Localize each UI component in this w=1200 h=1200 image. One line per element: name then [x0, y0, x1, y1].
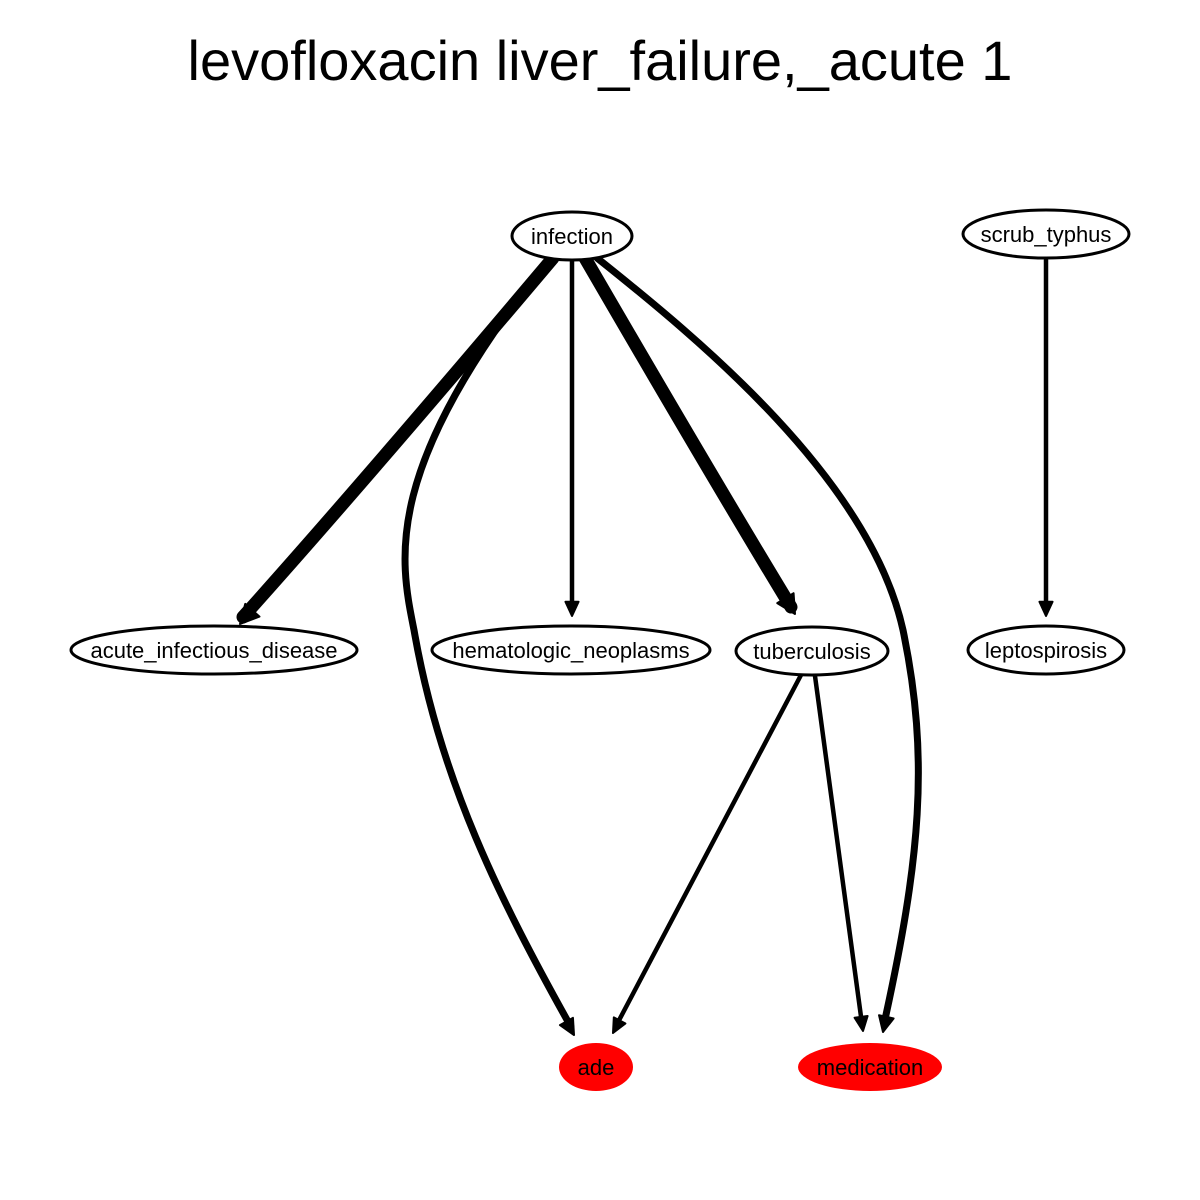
node-shape	[798, 1043, 942, 1091]
edge-infection-to-tuberculosis	[578, 251, 798, 614]
nodes-layer: infection scrub_typhus acute_infectious_di…	[69, 208, 1131, 1091]
node-leptospirosis[interactable]: leptospirosis	[966, 624, 1126, 676]
node-label: ade	[578, 1055, 615, 1080]
page-title: levofloxacin liver_failure,_acute 1	[187, 29, 1013, 92]
arrowhead-infection-to-hematologic_neoplasms	[564, 600, 580, 617]
node-shape	[734, 625, 890, 677]
edge-infection-to-medication	[593, 254, 922, 1028]
node-label: hematologic_neoplasms	[452, 638, 689, 663]
edges-layer	[236, 251, 1054, 1036]
edge-tuberculosis-to-ade	[613, 672, 804, 1029]
arrowhead-tuberculosis-to-medication	[853, 1014, 869, 1032]
node-shape	[69, 624, 359, 676]
node-scrub-typhus[interactable]: scrub_typhus	[961, 208, 1131, 260]
arrowhead-infection-to-medication	[878, 1014, 895, 1033]
node-ade[interactable]: ade	[559, 1043, 633, 1091]
node-shape	[961, 208, 1131, 260]
node-label: medication	[817, 1055, 923, 1080]
node-label: infection	[531, 224, 613, 249]
node-hematologic-neoplasms[interactable]: hematologic_neoplasms	[430, 624, 712, 676]
node-label: acute_infectious_disease	[90, 638, 337, 663]
node-acute-infectious-disease[interactable]: acute_infectious_disease	[69, 624, 359, 676]
node-label: scrub_typhus	[981, 222, 1112, 247]
arrowhead-infection-to-ade	[558, 1016, 575, 1036]
node-medication[interactable]: medication	[798, 1043, 942, 1091]
node-infection[interactable]: infection	[510, 210, 634, 262]
node-shape	[559, 1043, 633, 1091]
node-label: leptospirosis	[985, 638, 1107, 663]
edge-tuberculosis-to-medication	[812, 673, 865, 1027]
arrowhead-tuberculosis-to-ade	[612, 1016, 627, 1034]
arrowhead-infection-to-tuberculosis	[776, 592, 796, 615]
node-shape	[510, 210, 634, 262]
node-shape	[430, 624, 712, 676]
node-label: tuberculosis	[753, 639, 870, 664]
arrowhead-infection-to-acute_infectious_disease	[239, 602, 261, 625]
node-tuberculosis[interactable]: tuberculosis	[734, 625, 890, 677]
arrowhead-scrub_typhus-to-leptospirosis	[1038, 600, 1054, 617]
node-shape	[966, 624, 1126, 676]
edge-infection-to-ade	[401, 256, 575, 1031]
